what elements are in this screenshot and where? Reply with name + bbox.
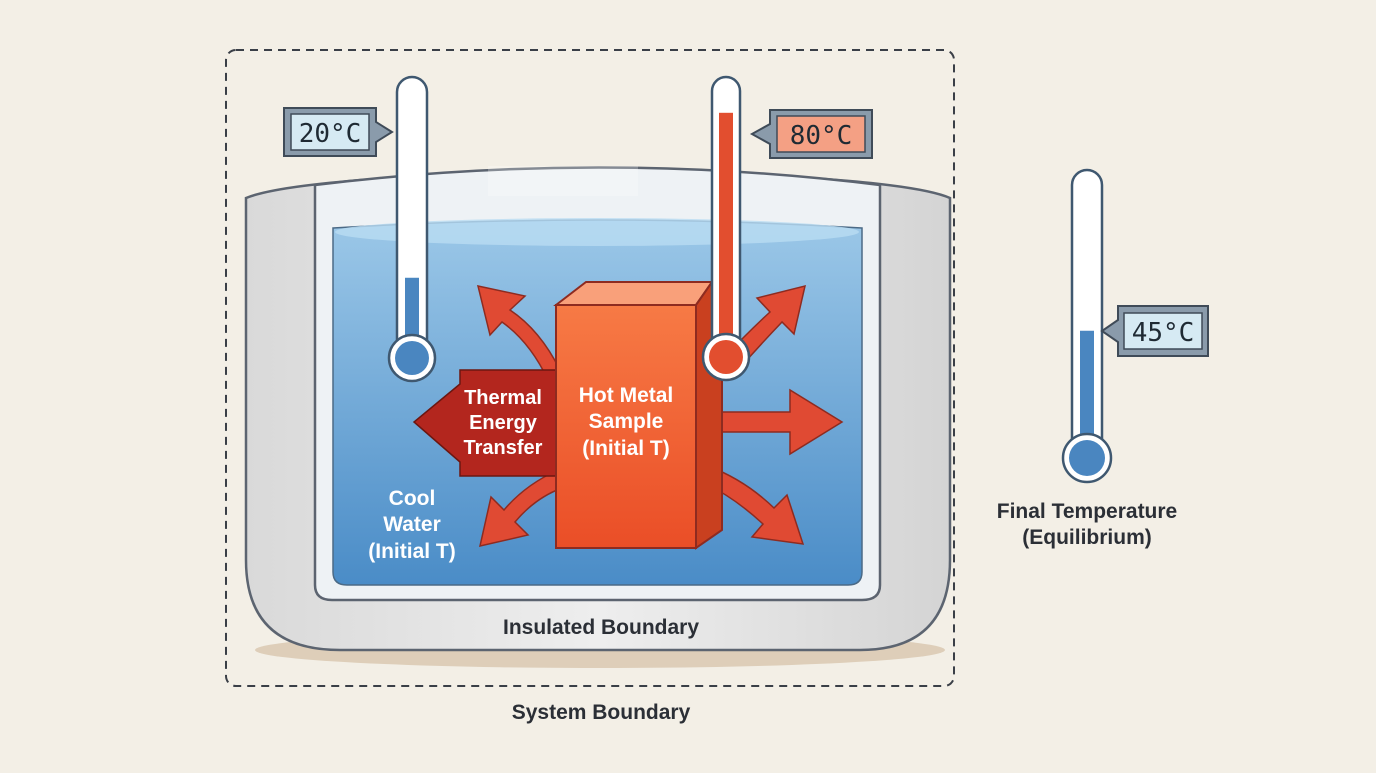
readout-metal-value: 80°C [790, 121, 853, 151]
thermal-transfer-label-line-2: Energy [469, 412, 538, 434]
thermometer-final [1061, 168, 1113, 484]
hot-metal-sample [553, 281, 723, 550]
arrow-down-left [479, 468, 563, 547]
glass-reflection [488, 166, 638, 196]
thermometer-water-fill [405, 277, 419, 350]
thermal-transfer-label-line-1: Thermal [464, 387, 542, 409]
readout-water-value: 20°C [299, 119, 362, 149]
readout-water: 20°C [283, 107, 394, 157]
readout-metal: 80°C [749, 109, 873, 159]
cool-water-label-line-1: Cool [389, 487, 436, 510]
thermometer-final-fill [1080, 330, 1094, 450]
final-temperature-label-line-1: Final Temperature [997, 500, 1178, 523]
thermometer-metal-bulb [709, 340, 743, 374]
final-temperature-label-line-2: (Equilibrium) [1022, 526, 1152, 549]
hot-metal-label-line-1: Hot Metal [579, 384, 674, 407]
readout-final-value: 45°C [1132, 318, 1195, 348]
thermometer-water-bulb [395, 341, 429, 375]
system-boundary-line [225, 49, 955, 687]
readout-final: 45°C [1100, 305, 1209, 357]
cool-water-label-line-2: Water [383, 513, 441, 536]
thermometer-final-bulb [1069, 440, 1105, 476]
cool-water-label-line-3: (Initial T) [368, 540, 456, 563]
metal-front-face [555, 304, 697, 549]
system-boundary-label: System Boundary [512, 701, 691, 724]
insulated-boundary-label: Insulated Boundary [503, 616, 699, 639]
thermal-transfer-arrow [412, 369, 557, 477]
heat-arrows [412, 284, 844, 547]
hot-metal-label-line-2: Sample [589, 410, 664, 433]
hot-metal-label-line-3: (Initial T) [582, 437, 670, 460]
arrow-up-left [476, 285, 561, 382]
thermal-transfer-label-line-3: Transfer [464, 437, 543, 459]
thermometer-water [387, 75, 437, 383]
thermometer-metal [701, 75, 751, 382]
thermometer-metal-fill [719, 112, 733, 352]
